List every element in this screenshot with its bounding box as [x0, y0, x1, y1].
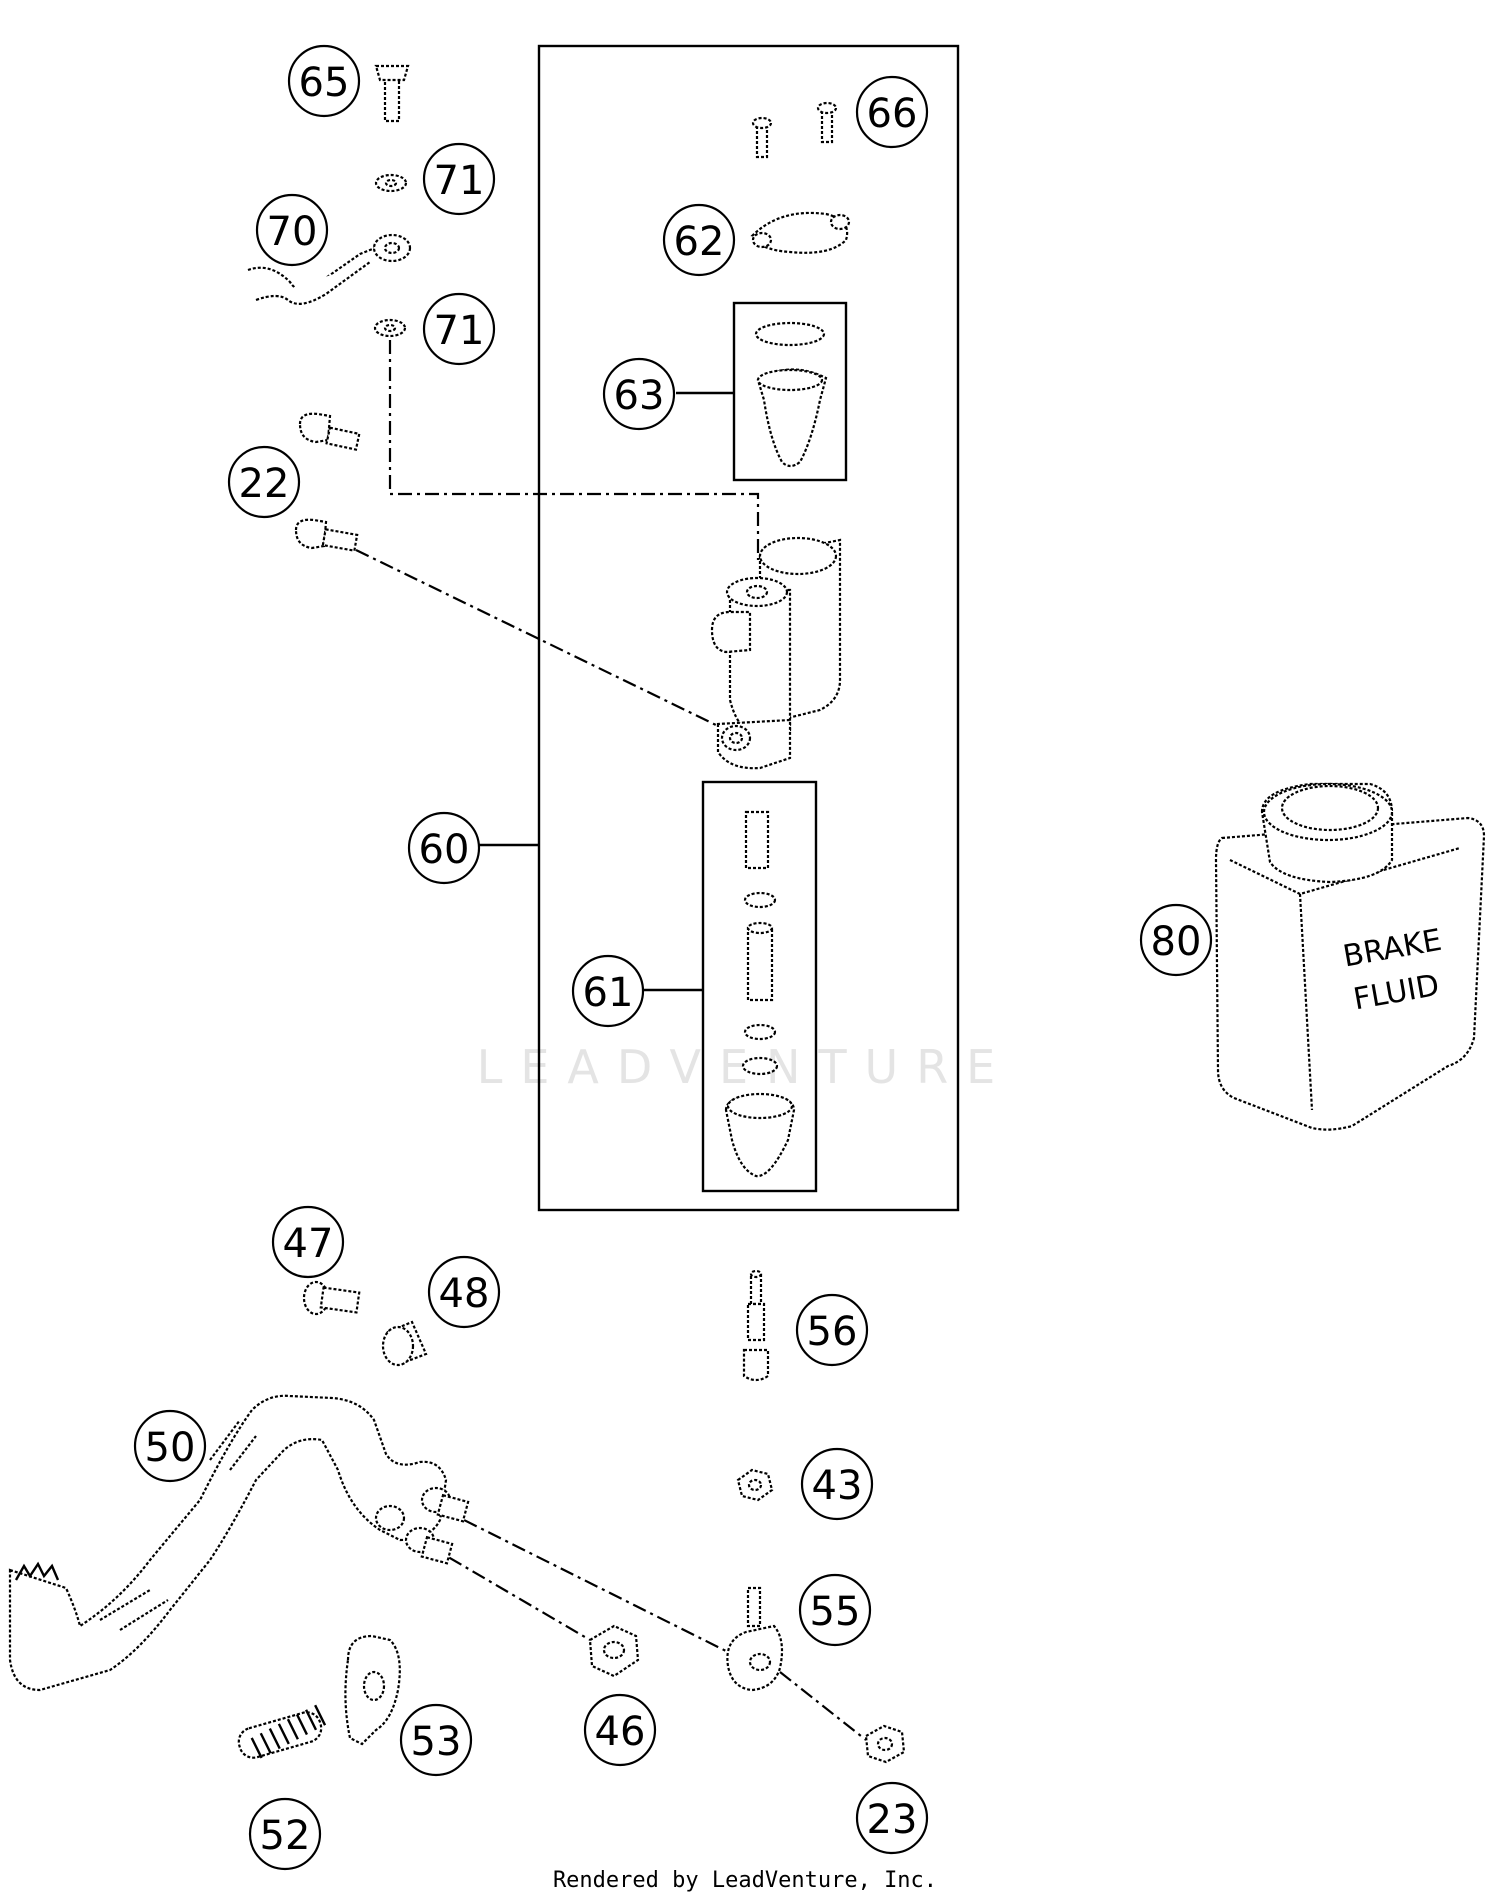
callout-60: 60 — [407, 811, 481, 885]
callout-65: 65 — [287, 44, 361, 118]
callout-53: 53 — [399, 1703, 473, 1777]
nut-43-graphic — [736, 1468, 774, 1502]
svg-text:70: 70 — [267, 209, 318, 255]
svg-text:66: 66 — [867, 91, 918, 137]
callout-80: 80 — [1139, 903, 1213, 977]
svg-text:23: 23 — [867, 1797, 918, 1843]
callout-63: 63 — [602, 357, 676, 431]
nut-23-graphic — [864, 1724, 906, 1764]
callout-55: 55 — [798, 1573, 872, 1647]
credit-text: Rendered by LeadVenture, Inc. — [553, 1868, 937, 1893]
svg-text:65: 65 — [299, 60, 350, 106]
svg-text:52: 52 — [260, 1813, 311, 1859]
piston-kit-subbox — [701, 780, 818, 1193]
clevis-55-graphic — [726, 1586, 784, 1692]
bolts-22-graphic — [294, 412, 361, 552]
callout-66: 66 — [855, 75, 929, 149]
bleeder-56-graphic — [742, 1269, 770, 1382]
svg-text:71: 71 — [434, 308, 485, 354]
reservoir-subbox — [732, 301, 848, 482]
callout-43: 43 — [800, 1447, 874, 1521]
svg-text:62: 62 — [674, 219, 725, 265]
brake-pedal-50-graphic — [8, 1394, 470, 1692]
callout-50: 50 — [133, 1409, 207, 1483]
svg-text:63: 63 — [614, 373, 665, 419]
callout-61: 61 — [571, 954, 645, 1028]
svg-text:48: 48 — [439, 1271, 490, 1317]
pin-47-graphic — [302, 1280, 361, 1316]
callout-46: 46 — [583, 1693, 657, 1767]
svg-text:43: 43 — [812, 1463, 863, 1509]
svg-text:60: 60 — [419, 827, 470, 873]
spring-52-graphic — [237, 1704, 327, 1759]
callout-56: 56 — [795, 1293, 869, 1367]
assembly-line-23 — [779, 1671, 867, 1741]
svg-text:56: 56 — [807, 1309, 858, 1355]
svg-text:50: 50 — [145, 1425, 196, 1471]
assembly-line-55 — [439, 1507, 729, 1653]
watermark-text: LEADVENTURE — [477, 1040, 1014, 1094]
svg-text:22: 22 — [239, 461, 290, 507]
callout-47: 47 — [271, 1205, 345, 1279]
callout-52: 52 — [248, 1797, 322, 1871]
callout-70: 70 — [255, 193, 329, 267]
svg-text:71: 71 — [434, 158, 485, 204]
assembly-line-46 — [425, 1543, 591, 1641]
callouts: 65 66 71 70 71 62 63 22 60 80 61 47 48 5… — [133, 44, 1213, 1871]
svg-text:47: 47 — [283, 1221, 334, 1267]
callout-71-lower: 71 — [422, 292, 496, 366]
master-cylinder-assembly-box — [537, 44, 960, 1212]
bushing-48-graphic — [381, 1320, 428, 1367]
svg-text:61: 61 — [583, 970, 634, 1016]
piston-kit-graphic — [724, 810, 796, 1178]
callout-71-upper: 71 — [422, 142, 496, 216]
callout-23: 23 — [855, 1781, 929, 1855]
svg-text:46: 46 — [595, 1709, 646, 1755]
bolt-65-graphic — [374, 64, 410, 123]
callout-22: 22 — [227, 445, 301, 519]
reservoir-clamp-graphic — [750, 211, 851, 254]
assembly-line-22 — [355, 549, 719, 727]
svg-text:53: 53 — [411, 1719, 462, 1765]
screws-66-graphic — [751, 101, 838, 159]
reservoir-graphic — [754, 321, 828, 468]
plate-53-graphic — [344, 1634, 401, 1746]
brake-hose-70-graphic — [247, 233, 412, 305]
master-cylinder-body-graphic — [710, 536, 842, 770]
assembly-line-hose-to-cylinder — [388, 340, 760, 560]
callout-48: 48 — [427, 1255, 501, 1329]
brake-fluid-bottle-graphic: BRAKE FLUID — [1214, 782, 1486, 1131]
callout-62: 62 — [662, 203, 736, 277]
svg-text:80: 80 — [1151, 919, 1202, 965]
svg-text:55: 55 — [810, 1589, 861, 1635]
nut-46-graphic — [588, 1624, 640, 1678]
